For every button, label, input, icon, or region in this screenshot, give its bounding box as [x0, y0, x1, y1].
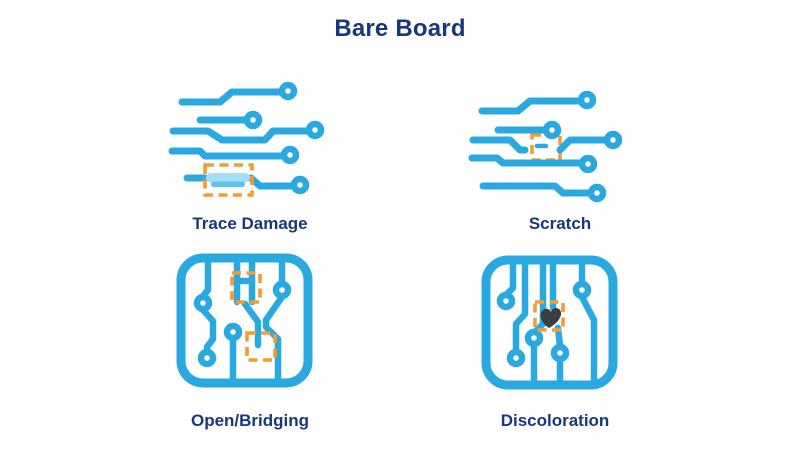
open-bridging-label: Open/Bridging: [190, 411, 310, 430]
page-title: Bare Board: [334, 15, 466, 42]
trace-damage-icon: [168, 81, 325, 197]
discoloration-blob: [540, 308, 562, 328]
trace-damage-label: Trace Damage: [192, 214, 308, 233]
circuit-traces: [193, 254, 292, 385]
scratch-label: Scratch: [528, 214, 592, 233]
scratch-icon: [468, 90, 623, 203]
discoloration-label: Discoloration: [500, 411, 610, 430]
scratch-figure: [460, 68, 660, 208]
pcb-board-outline: [176, 253, 313, 388]
open-bridging-figure: [175, 250, 325, 400]
circuit-traces: [496, 256, 598, 387]
circuit-traces: [468, 90, 623, 203]
open-bridging-icon: [176, 253, 313, 388]
discoloration-figure: [480, 250, 630, 400]
defect-highlight-box: [203, 163, 254, 197]
circuit-traces: [168, 81, 325, 195]
trace-damage-figure: [150, 68, 350, 208]
discoloration-icon: [481, 255, 618, 390]
open-trace-stub: [241, 300, 262, 349]
damaged-trace: [206, 173, 250, 187]
